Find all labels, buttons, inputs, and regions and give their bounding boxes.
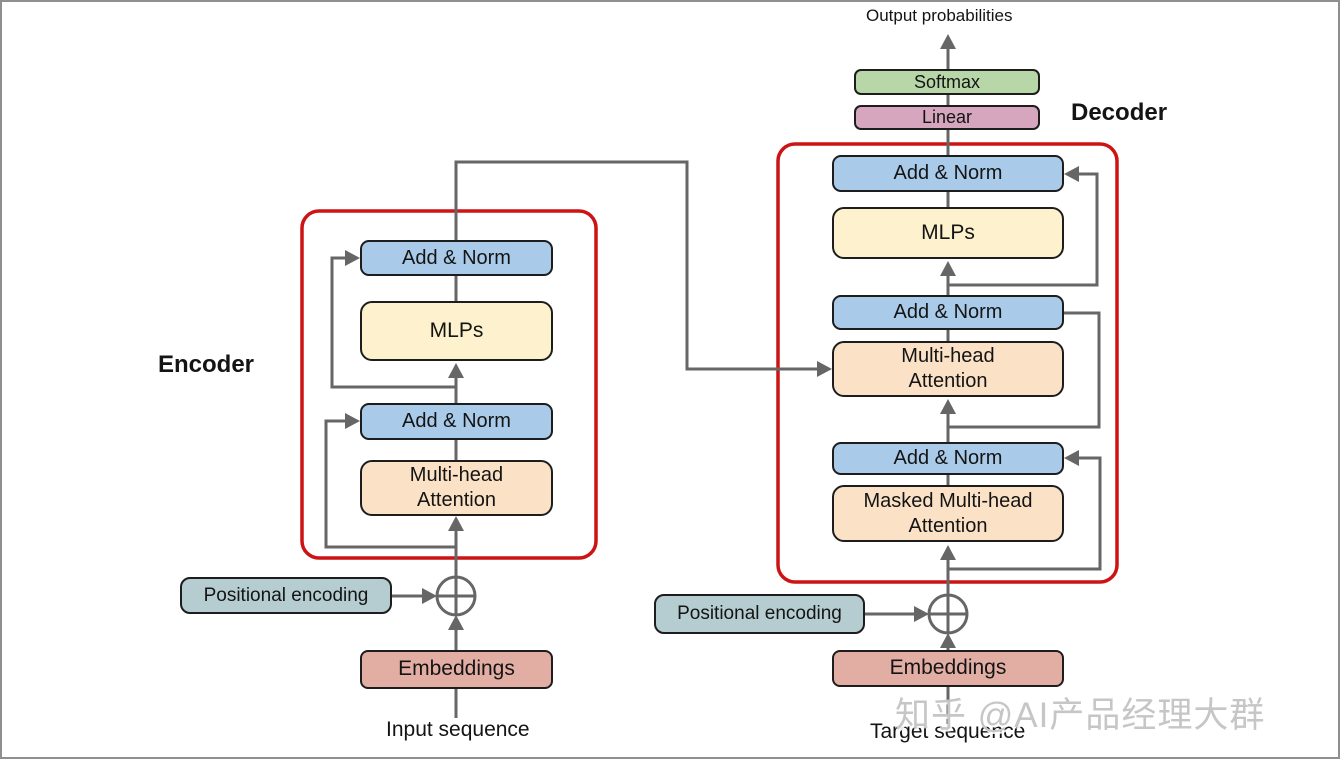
decoder-output-path (940, 34, 956, 69)
encoder-to-decoder-connection (454, 160, 832, 377)
arrow-up-icon (448, 516, 464, 531)
cross-connection-line (454, 160, 819, 371)
decoder-skip-bottom (948, 456, 1102, 571)
arrow-right-icon (345, 413, 360, 429)
arrow-up-icon (448, 363, 464, 378)
decoder-softmax-block: Softmax (854, 69, 1040, 95)
encoder-residual-skips (324, 250, 456, 549)
encoder-region-outline (300, 209, 598, 560)
arrow-up-icon (940, 633, 956, 648)
decoder-add-norm-top-block: Add & Norm (832, 155, 1064, 192)
encoder-skip-lower (324, 419, 456, 549)
encoder-title-label: Encoder (158, 351, 255, 378)
decoder-linear-block: Linear (854, 105, 1040, 130)
plus-icon (437, 577, 475, 615)
encoder-trunk (448, 276, 464, 577)
arrow-left-icon (1064, 450, 1079, 466)
decoder-masked-multi-head-attention-block: Masked Multi-head Attention (832, 485, 1064, 542)
decoder-skip-top (948, 172, 1099, 287)
arrow-up-icon (940, 34, 956, 49)
arrow-right-icon (817, 361, 832, 377)
arrow-up-icon (940, 545, 956, 560)
arrow-up-icon (448, 615, 464, 630)
decoder-embeddings-block: Embeddings (832, 650, 1064, 687)
input-sequence-label: Input sequence (386, 718, 530, 741)
plus-icon (929, 595, 967, 633)
watermark-text: 知乎 @AI产品经理大群 (895, 696, 1266, 735)
output-probabilities-label: Output probabilities (866, 6, 1013, 25)
encoder-add-norm-bottom-block: Add & Norm (360, 403, 553, 440)
decoder-multi-head-attention-block: Multi-head Attention (832, 341, 1064, 397)
decoder-residual-skips (948, 166, 1102, 571)
decoder-title-label: Decoder (1071, 99, 1168, 126)
arrow-left-icon (1064, 166, 1079, 182)
decoder-add-norm-bottom-block: Add & Norm (832, 442, 1064, 475)
arrow-up-icon (940, 261, 956, 276)
arrow-up-icon (940, 399, 956, 414)
decoder-skip-middle (948, 311, 1101, 429)
encoder-add-norm-top-block: Add & Norm (360, 240, 553, 276)
encoder-multi-head-attention-block: Multi-head Attention (360, 460, 553, 516)
decoder-add-norm-middle-block: Add & Norm (832, 295, 1064, 330)
encoder-embeddings-block: Embeddings (360, 650, 553, 689)
decoder-input-path (865, 593, 969, 724)
encoder-positional-encoding-block: Positional encoding (180, 577, 392, 614)
encoder-mlps-block: MLPs (360, 301, 553, 361)
arrow-right-icon (345, 250, 360, 266)
encoder-skip-upper (330, 256, 456, 389)
decoder-mlps-block: MLPs (832, 207, 1064, 259)
arrow-right-icon (914, 606, 929, 622)
target-sequence-label: Target sequence (870, 720, 1026, 743)
decoder-positional-encoding-block: Positional encoding (654, 594, 865, 634)
encoder-input-path (392, 575, 477, 718)
arrow-right-icon (422, 588, 437, 604)
